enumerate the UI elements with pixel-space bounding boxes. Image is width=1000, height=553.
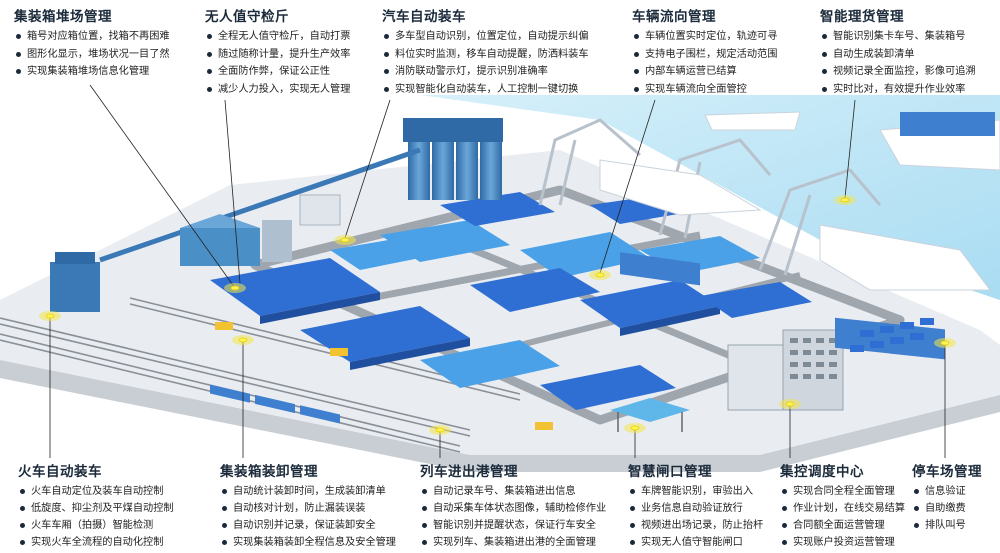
list-item: 支持电子围栏，规定活动范围 xyxy=(632,46,777,64)
panel-truck-load-list: 多车型自动识别，位置定位，自动提示纠偏 料位实时监测，移车自动提醒，防洒料装车 … xyxy=(382,28,589,98)
list-item: 减少人力投入，实现无人管理 xyxy=(205,81,350,99)
list-item: 排队叫号 xyxy=(912,517,982,534)
road-cross-2 xyxy=(359,231,701,304)
panel-flow-list: 车辆位置实时定位，轨迹可寻 支持电子围栏，规定活动范围 内部车辆运营已结算 实现… xyxy=(632,28,777,98)
panel-flow-title: 车辆流向管理 xyxy=(632,9,716,25)
list-item: 合同额全面运营管理 xyxy=(780,517,905,534)
list-item: 视频记录全面监控，影像可追溯 xyxy=(820,63,976,81)
panel-parking: 停车场管理 信息验证 自助缴费 排队叫号 xyxy=(912,460,982,534)
panel-truck-load: 汽车自动装车 多车型自动识别，位置定位，自动提示纠偏 料位实时监测，移车自动提醒… xyxy=(382,5,589,98)
list-item: 实时比对，有效提升作业效率 xyxy=(820,81,976,99)
panel-control-title: 集控调度中心 xyxy=(780,464,864,480)
list-item: 料位实时监测，移车自动提醒，防洒料装车 xyxy=(382,46,589,64)
list-item: 实现火车全流程的自动化控制 xyxy=(18,534,174,551)
list-item: 自动核对计划，防止漏装误装 xyxy=(220,500,396,517)
leader-lines xyxy=(49,84,946,458)
list-item: 多车型自动识别，位置定位，自动提示纠偏 xyxy=(382,28,589,46)
panel-gate-list: 车牌智能识别，审验出入 业务信息自动验证放行 视频进出场记录，防止抬杆 实现无人… xyxy=(628,483,763,551)
panel-train-load-list: 火车自动定位及装车自动控制 低旋度、抑尘剂及平煤自动控制 火车车厢（拍摄）智能检… xyxy=(18,483,174,551)
list-item: 内部车辆运营已结算 xyxy=(632,63,777,81)
list-item: 全面防作弊，保证公正性 xyxy=(205,63,350,81)
panel-unmanned-list: 全程无人值守检斤，自动打票 随过随称计量，提升生产效率 全面防作弊，保证公正性 … xyxy=(205,28,350,98)
list-item: 箱号对应箱位置，找箱不再困难 xyxy=(14,28,170,46)
list-item: 信息验证 xyxy=(912,483,982,500)
list-item: 自助缴费 xyxy=(912,500,982,517)
panel-parking-title: 停车场管理 xyxy=(912,464,982,480)
gate-canopy xyxy=(610,398,690,432)
list-item: 图形化显示，堆场状况一目了然 xyxy=(14,46,170,64)
panel-control: 集控调度中心 实现合同全程全面管理 作业计划，在线交易结算 合同额全面运营管理 … xyxy=(780,460,905,551)
list-item: 实现智能化自动装车，人工控制一键切换 xyxy=(382,81,589,99)
list-item: 自动采集车体状态图像，辅助检修作业 xyxy=(420,500,606,517)
panel-yard-title: 集装箱堆场管理 xyxy=(14,9,112,25)
list-item: 实现集装箱堆场信息化管理 xyxy=(14,63,170,81)
list-item: 实现车辆流向全面管控 xyxy=(632,81,777,99)
list-item: 火车自动定位及装车自动控制 xyxy=(18,483,174,500)
panel-gate-title: 智慧闸口管理 xyxy=(628,464,712,480)
port-ground-edge xyxy=(0,360,1000,472)
panel-unmanned-title: 无人值守检斤 xyxy=(205,9,289,25)
list-item: 实现合同全程全面管理 xyxy=(780,483,905,500)
list-item: 低旋度、抑尘剂及平煤自动控制 xyxy=(18,500,174,517)
panel-control-list: 实现合同全程全面管理 作业计划，在线交易结算 合同额全面运营管理 实现账户投资运… xyxy=(780,483,905,551)
parking-lot xyxy=(850,318,934,352)
list-item: 智能识别并提醒状态，保证行车安全 xyxy=(420,517,606,534)
silo-group xyxy=(403,118,503,200)
list-item: 作业计划，在线交易结算 xyxy=(780,500,905,517)
panel-truck-load-title: 汽车自动装车 xyxy=(382,9,466,25)
list-item: 实现无人值守智能闸口 xyxy=(628,534,763,551)
list-item: 全程无人值守检斤，自动打票 xyxy=(205,28,350,46)
warehouses xyxy=(50,194,341,312)
train-cars xyxy=(210,384,340,424)
list-item: 火车车厢（拍摄）智能检测 xyxy=(18,517,174,534)
list-item: 自动记录车号、集装箱进出信息 xyxy=(420,483,606,500)
list-item: 车牌智能识别，审验出入 xyxy=(628,483,763,500)
panel-yard: 集装箱堆场管理 箱号对应箱位置，找箱不再困难 图形化显示，堆场状况一目了然 实现… xyxy=(14,5,170,81)
list-item: 实现列车、集装箱进出港的全面管理 xyxy=(420,534,606,551)
loaders xyxy=(215,322,553,430)
panel-cargo: 智能理货管理 智能识别集卡车号、集装箱号 自动生成装卸清单 视频记录全面监控，影… xyxy=(820,5,976,98)
conveyor-belt xyxy=(99,147,421,263)
panel-flow: 车辆流向管理 车辆位置实时定位，轨迹可寻 支持电子围栏，规定活动范围 内部车辆运… xyxy=(632,5,777,98)
panel-rail-port: 列车进出港管理 自动记录车号、集装箱进出信息 自动采集车体状态图像，辅助检修作业… xyxy=(420,460,606,551)
list-item: 智能识别集卡车号、集装箱号 xyxy=(820,28,976,46)
list-item: 车辆位置实时定位，轨迹可寻 xyxy=(632,28,777,46)
panel-cargo-title: 智能理货管理 xyxy=(820,9,904,25)
panel-yard-list: 箱号对应箱位置，找箱不再困难 图形化显示，堆场状况一目了然 实现集装箱堆场信息化… xyxy=(14,28,170,81)
panel-gate: 智慧闸口管理 车牌智能识别，审验出入 业务信息自动验证放行 视频进出场记录，防止… xyxy=(628,460,763,551)
list-item: 自动统计装卸时间，生成装卸清单 xyxy=(220,483,396,500)
panel-container-ops: 集装箱装卸管理 自动统计装卸时间，生成装卸清单 自动核对计划，防止漏装误装 自动… xyxy=(220,460,396,551)
panel-cargo-list: 智能识别集卡车号、集装箱号 自动生成装卸清单 视频记录全面监控，影像可追溯 实时… xyxy=(820,28,976,98)
list-item: 视频进出场记录，防止抬杆 xyxy=(628,517,763,534)
list-item: 实现账户投资运营管理 xyxy=(780,534,905,551)
control-building xyxy=(727,329,844,411)
list-item: 实现集装箱装卸全程信息及安全管理 xyxy=(220,534,396,551)
panel-container-ops-title: 集装箱装卸管理 xyxy=(220,464,318,480)
panel-container-ops-list: 自动统计装卸时间，生成装卸清单 自动核对计划，防止漏装误装 自动识别并记录，保证… xyxy=(220,483,396,551)
panel-unmanned: 无人值守检斤 全程无人值守检斤，自动打票 随过随称计量，提升生产效率 全面防作弊… xyxy=(205,5,350,98)
list-item: 自动识别并记录，保证装卸安全 xyxy=(220,517,396,534)
panel-train-load: 火车自动装车 火车自动定位及装车自动控制 低旋度、抑尘剂及平煤自动控制 火车车厢… xyxy=(18,460,174,551)
panel-rail-port-list: 自动记录车号、集装箱进出信息 自动采集车体状态图像，辅助检修作业 智能识别并提醒… xyxy=(420,483,606,551)
hotspots xyxy=(39,195,956,435)
list-item: 业务信息自动验证放行 xyxy=(628,500,763,517)
panel-parking-list: 信息验证 自助缴费 排队叫号 xyxy=(912,483,982,534)
list-item: 自动生成装卸清单 xyxy=(820,46,976,64)
list-item: 随过随称计量，提升生产效率 xyxy=(205,46,350,64)
panel-rail-port-title: 列车进出港管理 xyxy=(420,464,518,480)
list-item: 消防联动警示灯，提示识别准确率 xyxy=(382,63,589,81)
container-stacks xyxy=(210,192,812,410)
panel-train-load-title: 火车自动装车 xyxy=(18,464,102,480)
